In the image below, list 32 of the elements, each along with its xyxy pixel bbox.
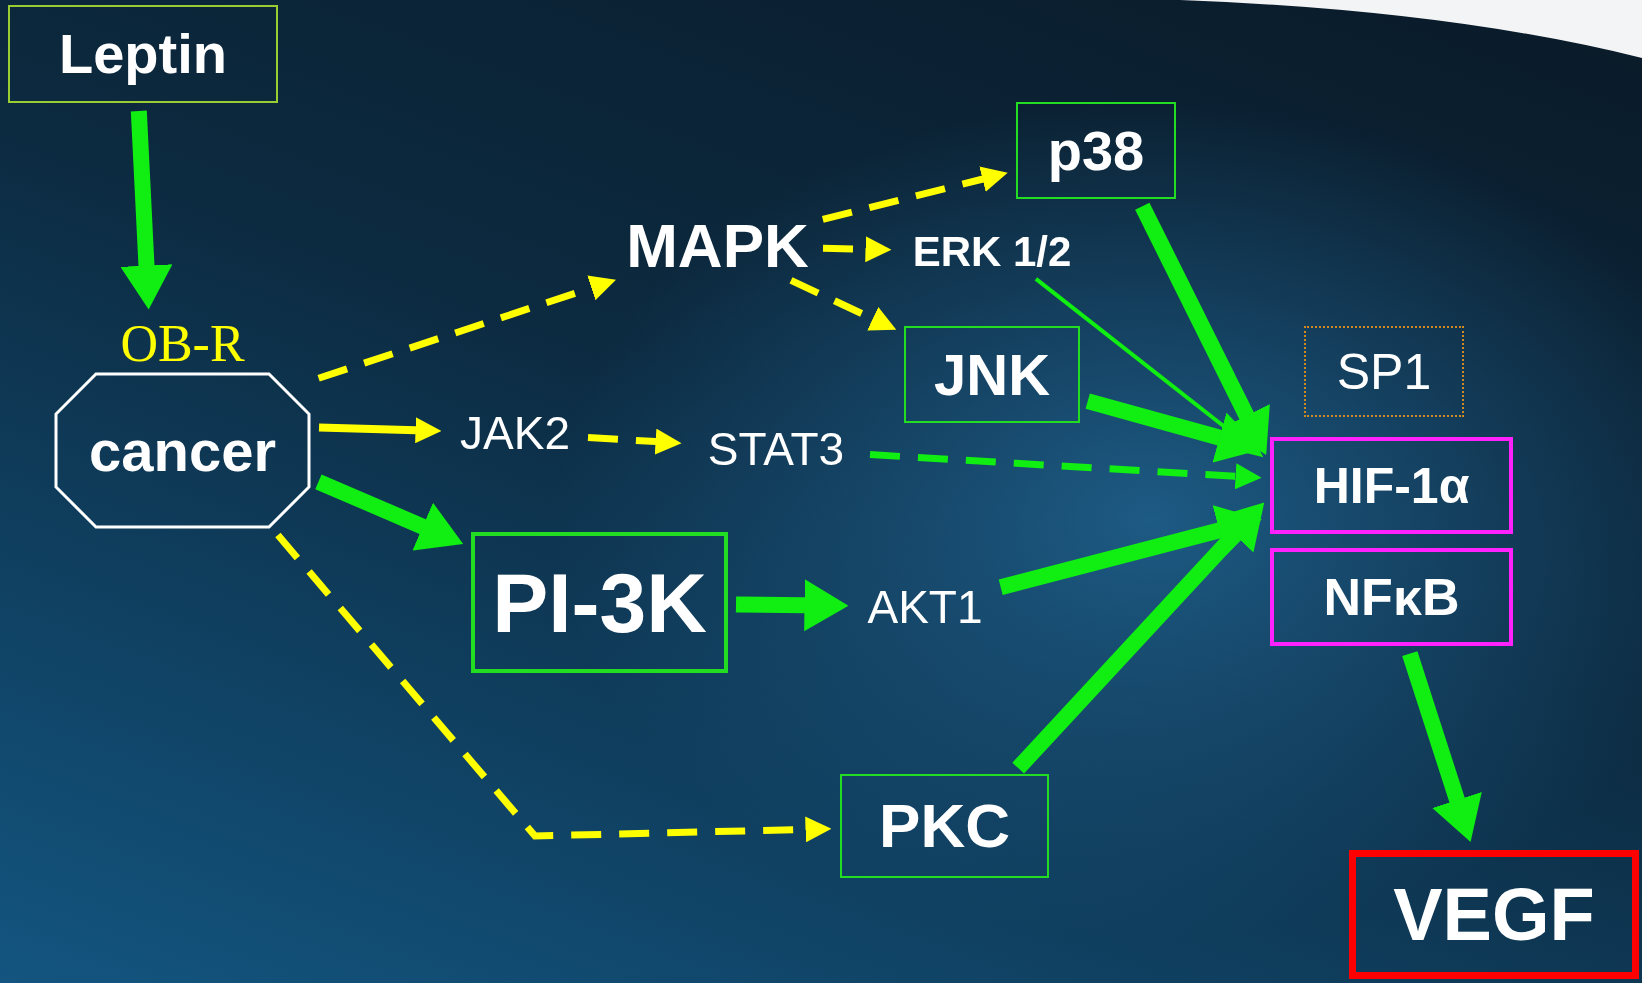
arrow — [317, 275, 616, 382]
arrow — [1402, 651, 1482, 842]
arrow — [869, 451, 1262, 490]
protein-box: PI-3K — [471, 532, 728, 673]
arrow — [822, 236, 892, 263]
protein-box: SP1 — [1304, 326, 1464, 417]
arrow — [998, 505, 1262, 596]
protein-box: p38 — [1016, 102, 1176, 199]
protein-label: AKT1 — [857, 581, 993, 633]
arrow — [1012, 502, 1265, 774]
protein-box: NFκB — [1270, 548, 1513, 646]
arrow — [1135, 202, 1270, 456]
arrow — [315, 474, 464, 551]
protein-box: JNK — [904, 326, 1080, 423]
protein-label: STAT3 — [690, 424, 862, 474]
arrow — [120, 110, 173, 310]
receptor-label: OB-R — [119, 318, 246, 370]
arrow — [587, 428, 682, 455]
protein-box: VEGF — [1349, 850, 1639, 979]
protein-label: JAK2 — [450, 408, 580, 458]
arrow — [1034, 277, 1264, 458]
protein-box: Leptin — [8, 5, 278, 103]
arrow — [275, 532, 832, 843]
protein-box: HIF-1α — [1270, 437, 1513, 534]
arrow — [735, 579, 849, 632]
arrow — [821, 166, 1008, 223]
cell-label: cancer — [88, 422, 277, 480]
protein-box: PKC — [840, 774, 1049, 878]
arrow — [318, 417, 442, 444]
protein-label: ERK 1/2 — [900, 230, 1084, 274]
arrow — [789, 277, 897, 331]
protein-label: MAPK — [620, 215, 815, 277]
